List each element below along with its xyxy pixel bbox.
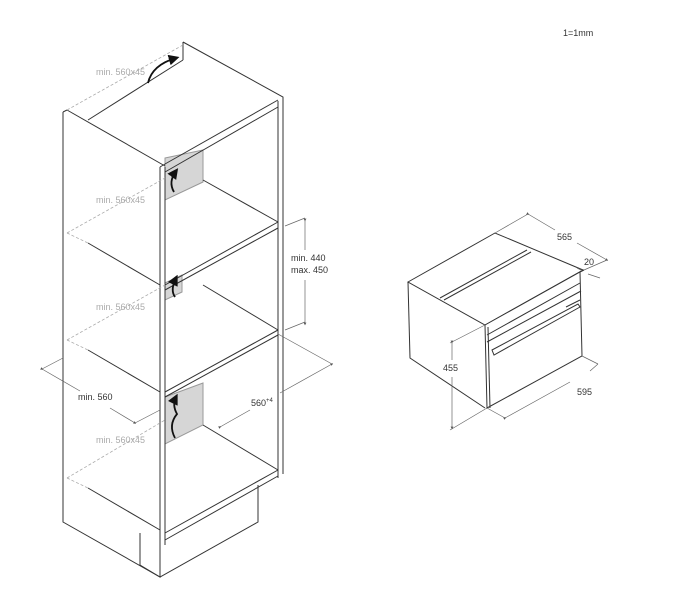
airflow-arrow-icon xyxy=(147,54,180,84)
scale-note: 1=1mm xyxy=(563,28,594,38)
airflow-arrow-icon xyxy=(167,393,179,439)
niche-depth: 560+4 xyxy=(251,396,273,409)
airflow-arrow-icon xyxy=(167,274,178,298)
niche-height-min: min. 440 xyxy=(291,253,326,263)
vent-label-upper: min. 560x45 xyxy=(96,195,146,205)
oven-depth: 565 xyxy=(557,232,573,242)
niche-height-max: max. 450 xyxy=(291,265,329,275)
airflow-arrow-icon xyxy=(167,168,179,193)
vent-top xyxy=(164,149,204,201)
vent-label-top: min. 560x45 xyxy=(96,67,146,77)
cabinet-vent-guides xyxy=(66,44,184,489)
oven-handle xyxy=(491,303,581,356)
cabinet-width-min: min. 560 xyxy=(78,392,113,402)
oven-width: 595 xyxy=(577,387,593,397)
vent-label-bottom: min. 560x45 xyxy=(96,435,146,445)
oven-dimension-lines xyxy=(449,212,609,431)
niche-depth-value: 560 xyxy=(251,398,267,408)
oven-height: 455 xyxy=(443,363,459,373)
vent-label-middle: min. 560x45 xyxy=(96,302,146,312)
vent-bottom xyxy=(164,382,204,445)
cabinet-dimension-lines xyxy=(40,217,334,429)
niche-depth-tolerance: +4 xyxy=(266,398,273,404)
airflow-arrows xyxy=(147,54,180,439)
oven-drawing xyxy=(406,232,585,409)
oven-front-thickness: 20 xyxy=(584,257,595,267)
